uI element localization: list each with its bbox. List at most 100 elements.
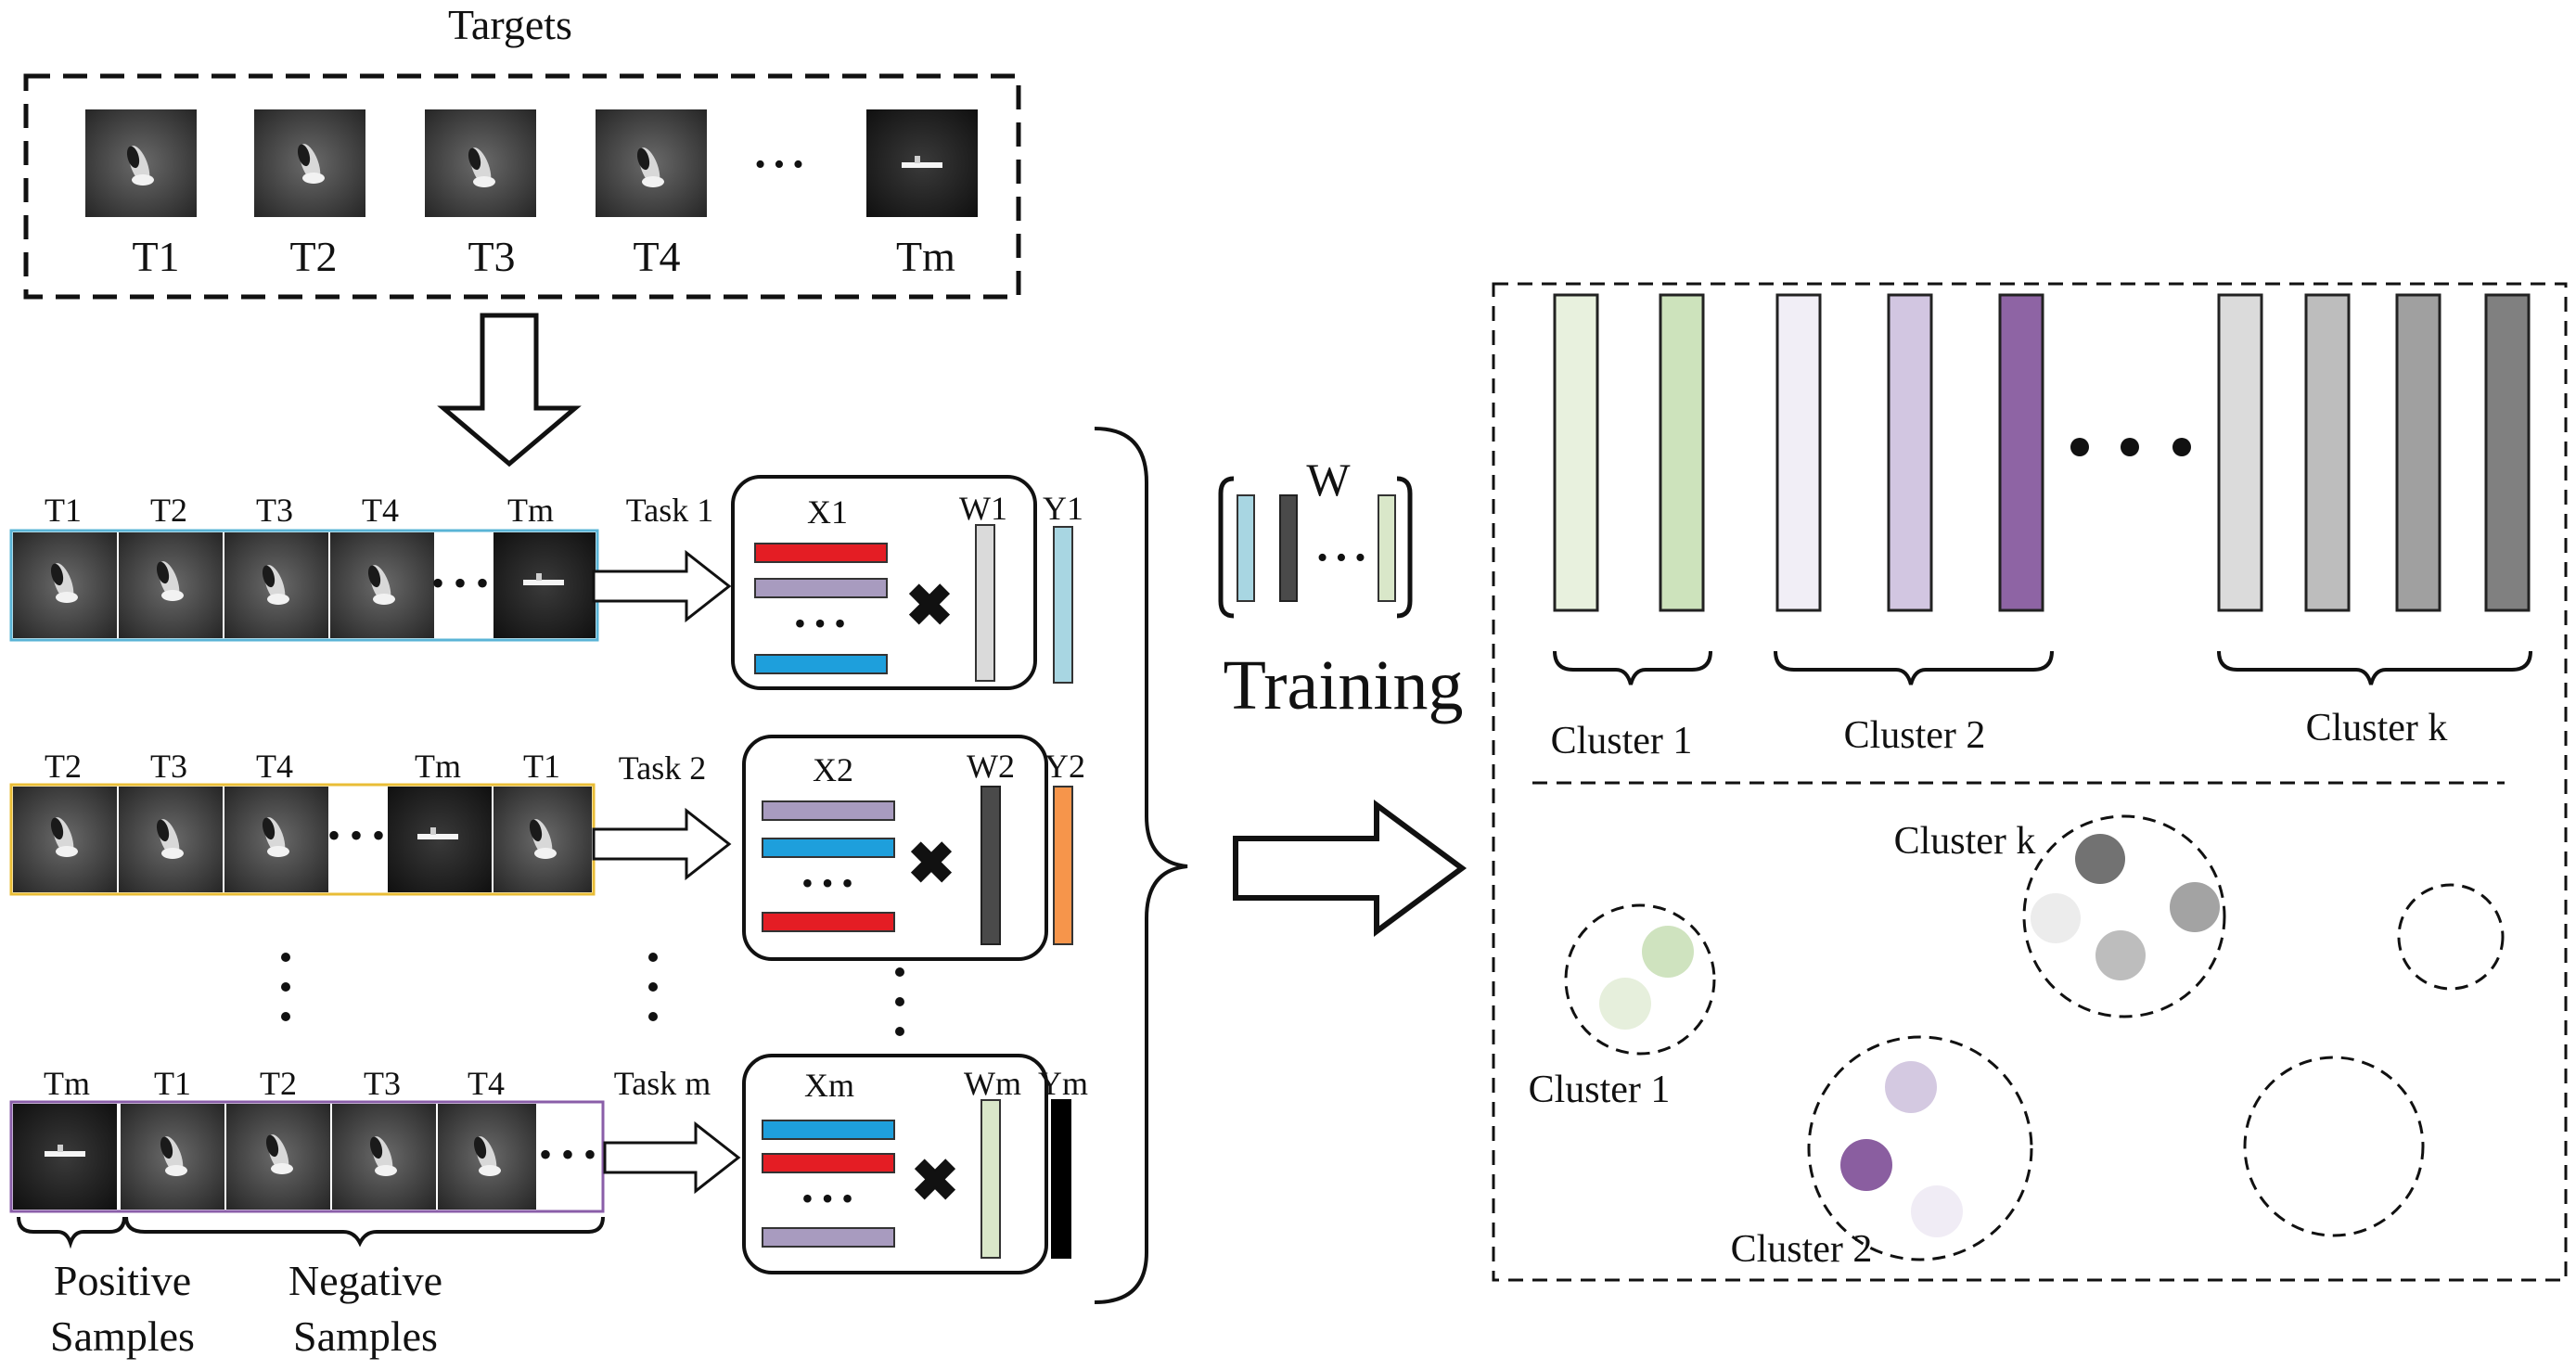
cluster-k-dot — [2095, 930, 2146, 980]
w-matrix-column — [1279, 494, 1298, 602]
w-matrix-column — [1378, 494, 1396, 602]
task2-label: Task 2 — [619, 749, 706, 787]
cluster-2-boundary — [1807, 1035, 2033, 1261]
task2-x-bar — [762, 838, 895, 858]
task1-x-bar — [754, 578, 888, 598]
taskm-strip-label: T4 — [468, 1065, 505, 1102]
taskm-x-bar — [762, 1227, 895, 1248]
task1-strip-label: T4 — [362, 492, 399, 529]
negative-samples-line1: Negative — [288, 1257, 442, 1304]
target-label-tm: Tm — [896, 233, 955, 280]
target-thumbnails — [85, 109, 978, 217]
taskm-strip-label: T1 — [154, 1065, 191, 1102]
taskm-label: Task m — [614, 1065, 711, 1102]
cluster-2-dot — [1885, 1061, 1937, 1113]
task1-sample-strip: • • • — [9, 529, 599, 642]
taskm-x-ellipsis: • • • — [801, 1180, 853, 1217]
cluster2-column — [1887, 293, 1933, 612]
task2-x-label: X2 — [813, 751, 853, 788]
down-arrow — [437, 313, 582, 467]
task2-x-bar — [762, 912, 895, 932]
task2-w-label: W2 — [967, 748, 1015, 785]
task1-x-bar — [754, 543, 888, 563]
task2-x-bar — [762, 800, 895, 821]
cluster-1-dot — [1642, 926, 1694, 978]
cluster-1-dot — [1599, 978, 1651, 1030]
task2-y-bar — [1053, 786, 1073, 945]
task2-strip-label: Tm — [415, 748, 461, 785]
task1-y-bar — [1053, 526, 1073, 684]
cluster1-column — [1553, 293, 1599, 612]
taskm-strip-border — [9, 1100, 605, 1213]
target-label-t3: T3 — [468, 233, 515, 280]
clusterk-column — [2217, 293, 2263, 612]
taskm-w-bar — [980, 1099, 1001, 1259]
cluster-result-panel — [1492, 282, 2568, 1282]
cluster-1-group: Cluster 1 — [1529, 903, 1716, 1111]
multiply-icon: ✖ — [911, 1150, 959, 1213]
task1-y-label: Y1 — [1043, 490, 1083, 527]
taskm-strip-ellipsis: • • • — [539, 1133, 596, 1175]
empty-cluster-large — [2243, 1056, 2425, 1237]
w-matrix-ellipsis: • • • — [1317, 541, 1366, 575]
task1-strip-label: T1 — [45, 492, 82, 529]
taskm-sample-strip: • • • — [9, 1100, 605, 1213]
training-arrow — [1233, 800, 1467, 937]
task2-strip-ellipsis: • • • — [327, 814, 385, 856]
clusterk-column — [2395, 293, 2441, 612]
target-label-t1: T1 — [132, 233, 179, 280]
targets-ellipsis: • • • — [755, 147, 804, 182]
columns-ellipsis — [2070, 438, 2191, 456]
tasks-brace — [1094, 427, 1188, 1304]
taskm-arrow — [603, 1120, 741, 1195]
bottom-cluster-1-label: Cluster 1 — [1529, 1069, 1671, 1111]
task2-strip-label: T1 — [523, 748, 560, 785]
cluster-k-dot — [2170, 882, 2220, 932]
target-label-t2: T2 — [289, 233, 337, 280]
task1-strip-ellipsis: • • • — [431, 562, 489, 604]
taskm-strip-label: T3 — [364, 1065, 401, 1102]
sample-braces — [17, 1216, 605, 1249]
w-matrix-label: W — [1306, 454, 1351, 506]
cluster-2-group: Cluster 2 — [1731, 1035, 2033, 1271]
cluster-k-dot — [2075, 834, 2125, 884]
task2-y-label: Y2 — [1044, 748, 1085, 785]
taskm-x-label: Xm — [804, 1067, 854, 1104]
positive-samples-line1: Positive — [54, 1257, 191, 1304]
top-cluster-k-label: Cluster k — [2306, 707, 2448, 749]
task2-sample-strip: • • • — [9, 783, 596, 896]
cluster-2-dot — [1840, 1139, 1892, 1191]
cluster-1-boundary — [1564, 903, 1716, 1056]
cluster2-column — [1775, 293, 1822, 612]
vertical-ellipsis — [281, 953, 904, 1036]
task-1-row: T1 T2 T3 T4 Tm • • • Task 1 X1 • • • ✖ W… — [9, 475, 1083, 690]
positive-samples-line2: Samples — [50, 1312, 195, 1360]
empty-cluster-small — [2397, 883, 2505, 991]
cluster-columns — [1553, 293, 2531, 612]
multiply-icon: ✖ — [905, 575, 954, 638]
top-cluster-2-label: Cluster 2 — [1844, 714, 1986, 757]
task-2-row: T2 T3 T4 Tm T1 • • • Task 2 X2 • • • ✖ W… — [9, 735, 1085, 961]
taskm-strip-label: Tm — [44, 1065, 90, 1102]
multiply-icon: ✖ — [907, 833, 955, 896]
task1-w-bar — [975, 524, 995, 682]
task1-arrow — [592, 549, 732, 623]
task1-label: Task 1 — [626, 492, 713, 529]
cluster1-column — [1659, 293, 1705, 612]
training-label: Training — [1223, 647, 1463, 724]
task2-strip-label: T4 — [256, 748, 293, 785]
taskm-x-bar — [762, 1153, 895, 1173]
bottom-cluster-k-label: Cluster k — [1894, 820, 2036, 863]
task1-x-label: X1 — [807, 493, 848, 531]
column-braces — [1553, 650, 2532, 685]
cluster-k-boundary — [2022, 814, 2226, 1018]
cluster2-column — [1998, 293, 2044, 612]
task1-x-ellipsis: • • • — [794, 605, 846, 642]
top-cluster-1-label: Cluster 1 — [1551, 720, 1693, 762]
targets-panel: Targets • • • T1 T2 T3 T4 Tm — [23, 1, 1021, 300]
bottom-cluster-2-label: Cluster 2 — [1731, 1228, 1873, 1271]
targets-title: Targets — [448, 1, 572, 48]
clusterk-column — [2484, 293, 2531, 612]
task1-x-bar — [754, 654, 888, 674]
